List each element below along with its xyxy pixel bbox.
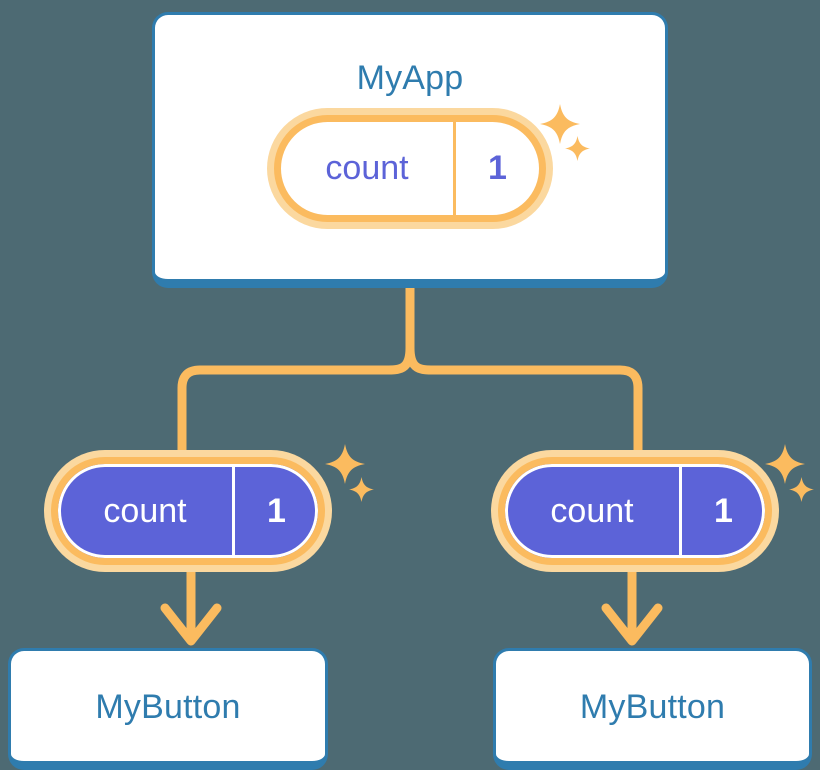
- mybutton-label: MyButton: [579, 688, 726, 726]
- state-value: 1: [232, 464, 318, 558]
- sparkle-small-icon: [349, 477, 374, 502]
- sparkle-icon: [540, 104, 580, 144]
- state-key: count: [325, 149, 409, 187]
- mybutton-card-right[interactable]: MyButton: [493, 648, 812, 770]
- state-pill-child-left[interactable]: count 1: [44, 450, 332, 572]
- sparkle-icon: [325, 444, 365, 484]
- sparkle-small-icon: [789, 477, 814, 502]
- sparkle-icon: [765, 444, 805, 484]
- mybutton-label: MyButton: [95, 688, 241, 726]
- state-value: 1: [453, 122, 539, 215]
- sparkle-small-icon: [565, 136, 590, 161]
- state-pill-child-right[interactable]: count 1: [491, 450, 779, 572]
- state-key: count: [103, 491, 187, 530]
- state-pill-inner: count 1: [274, 115, 546, 222]
- state-pill-inner: count 1: [51, 457, 325, 565]
- state-key: count: [550, 491, 634, 530]
- mybutton-card-left[interactable]: MyButton: [8, 648, 328, 770]
- state-value: 1: [679, 464, 765, 558]
- state-pill-myapp[interactable]: count 1: [267, 108, 553, 229]
- page-title: MyApp: [356, 59, 464, 97]
- state-pill-inner: count 1: [498, 457, 772, 565]
